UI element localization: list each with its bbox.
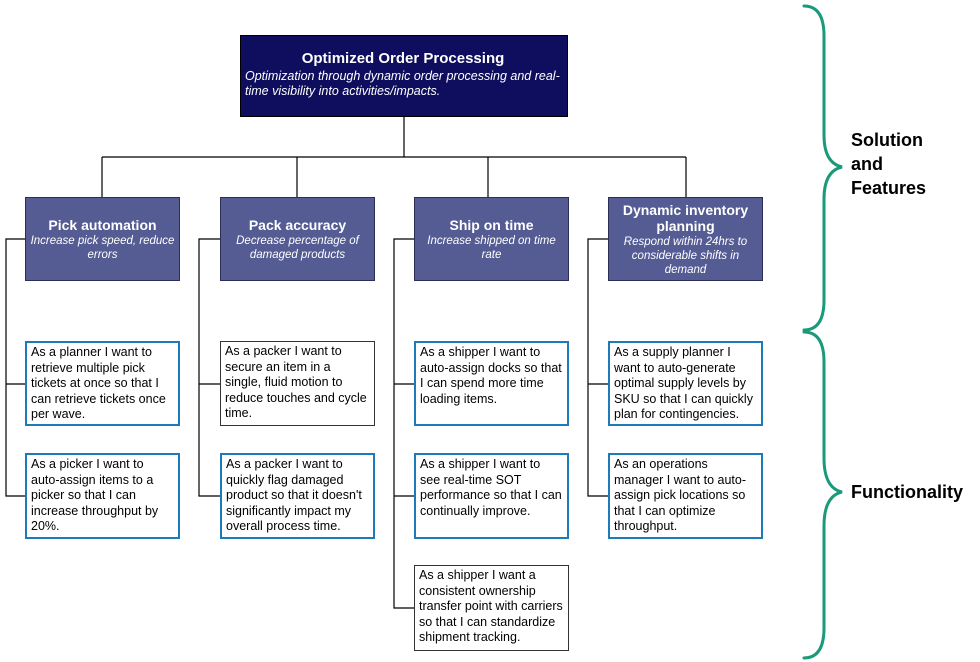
root-title: Optimized Order Processing <box>301 50 505 67</box>
feature-subtitle: Respond within 24hrs to considerable shi… <box>623 235 748 276</box>
feature-subtitle: Increase shipped on time rate <box>427 234 556 261</box>
feature-subtitle: Decrease percentage of damaged products <box>236 234 359 261</box>
story-card: As a shipper I want to see real-time SOT… <box>414 453 569 539</box>
story-card: As a shipper I want to auto-assign docks… <box>414 341 569 426</box>
feature-title: Ship on time <box>449 216 534 233</box>
feature-dynamic-inventory-planning: Dynamic inventory planning Respond withi… <box>608 197 763 281</box>
story-card: As a planner I want to retrieve multiple… <box>25 341 180 426</box>
feature-title: Pick automation <box>48 216 157 233</box>
story-card: As an operations manager I want to auto-… <box>608 453 763 539</box>
pick-story-connector <box>5 238 25 497</box>
solution-and-features-label: Solution and Features <box>851 130 927 198</box>
story-card: As a packer I want to secure an item in … <box>220 341 375 426</box>
functionality-label: Functionality <box>851 482 963 502</box>
pack-story-connector <box>198 238 220 497</box>
story-card: As a supply planner I want to auto-gener… <box>608 341 763 426</box>
feature-pack-accuracy: Pack accuracy Decrease percentage of dam… <box>220 197 375 281</box>
feature-title: Dynamic inventory planning <box>622 201 749 234</box>
functionality-bracket-icon <box>802 330 843 660</box>
story-card: As a shipper I want a consistent ownersh… <box>414 565 569 651</box>
root-node: Optimized Order Processing Optimization … <box>240 35 568 117</box>
ship-story-connector <box>393 238 414 609</box>
feature-pick-automation: Pick automation Increase pick speed, red… <box>25 197 180 281</box>
story-card: As a picker I want to auto-assign items … <box>25 453 180 539</box>
feature-subtitle: Increase pick speed, reduce errors <box>30 234 175 261</box>
feature-ship-on-time: Ship on time Increase shipped on time ra… <box>414 197 569 281</box>
root-subtitle: Optimization through dynamic order proce… <box>245 69 560 98</box>
solution-bracket-icon <box>802 4 843 332</box>
story-card: As a packer I want to quickly flag damag… <box>220 453 375 539</box>
feature-title: Pack accuracy <box>248 216 347 233</box>
inventory-story-connector <box>587 238 608 497</box>
